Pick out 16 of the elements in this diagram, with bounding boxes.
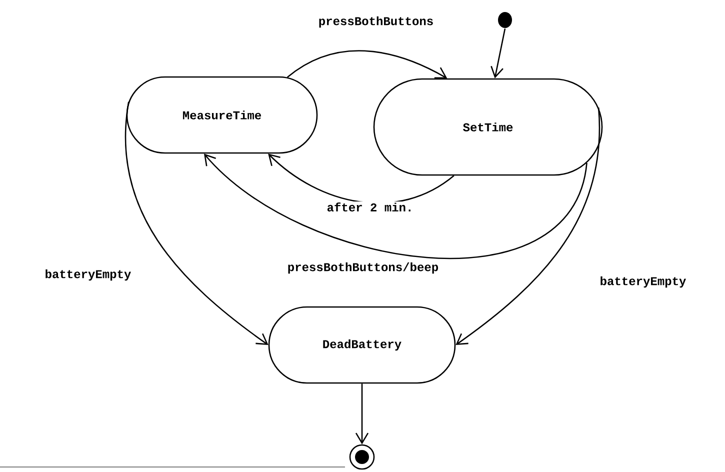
state-box: MeasureTime	[126, 76, 318, 154]
edge-label: after 2 min.	[326, 202, 414, 212]
edge-label: batteryEmpty	[598, 275, 688, 289]
edge-label: batteryEmpty	[44, 268, 132, 282]
arrow	[456, 107, 600, 345]
arrow	[355, 384, 369, 444]
final-state	[349, 444, 375, 470]
arrow	[286, 50, 448, 79]
state-box: SetTime	[373, 78, 603, 176]
arrow	[125, 102, 268, 345]
edge-label: pressBothButtons	[317, 15, 435, 29]
state-box: DeadBattery	[268, 306, 456, 384]
arrow	[204, 154, 588, 259]
edge-label: pressBothButtons/beep	[286, 261, 440, 275]
arrow	[490, 28, 506, 78]
initial-state	[498, 12, 512, 28]
